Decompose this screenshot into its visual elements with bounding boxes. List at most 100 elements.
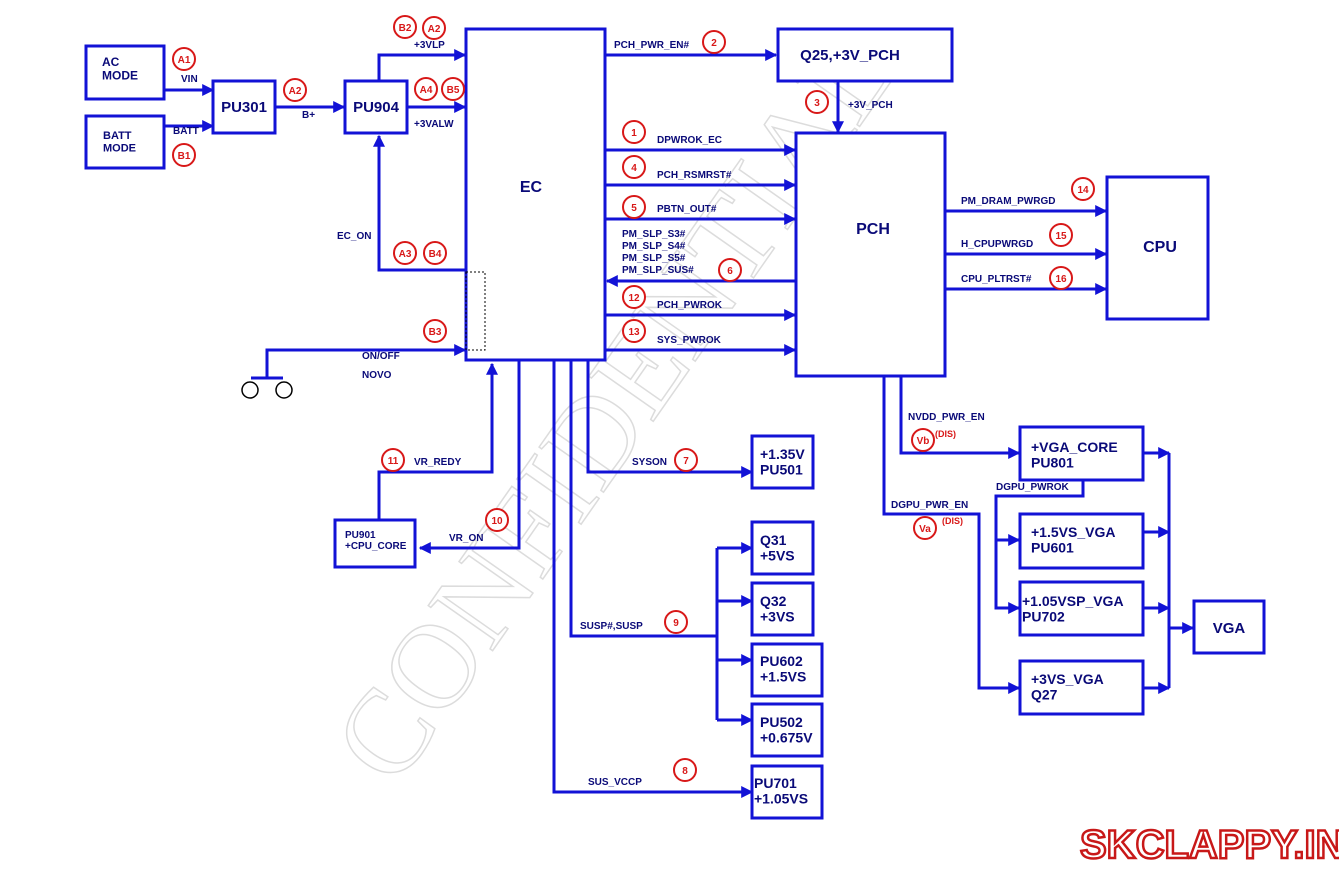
dis-note-va: (DIS) — [942, 516, 963, 526]
svg-text:6: 6 — [727, 266, 733, 277]
step-badges: A1 B1 A2 B2 A2 A4 B5 A3 B4 B3 2 3 1 4 5 … — [172, 15, 1095, 782]
block-vga: VGA — [1192, 599, 1266, 655]
signal-h-cpupwrgd: H_CPUPWRGD — [961, 239, 1033, 250]
signal-pch-pwrok: PCH_PWROK — [657, 300, 723, 311]
svg-text:15: 15 — [1055, 231, 1067, 242]
badge-8: 8 — [673, 758, 697, 782]
svg-text:13: 13 — [628, 327, 640, 338]
svg-text:A1: A1 — [178, 55, 191, 66]
block-pu904-label: PU904 — [353, 99, 400, 116]
block-pu301-label: PU301 — [221, 99, 267, 116]
switch-contact-left — [241, 381, 259, 399]
signal-batt: BATT — [173, 126, 199, 137]
dis-note-vb: (DIS) — [935, 429, 956, 439]
block-q31: Q31+5VS — [750, 520, 815, 576]
badge-vb: Vb — [911, 428, 935, 452]
block-pch: PCH — [794, 131, 947, 378]
svg-text:A2: A2 — [289, 86, 302, 97]
badge-4: 4 — [622, 155, 646, 179]
signal-susp: SUSP#,SUSP — [580, 621, 643, 632]
svg-text:16: 16 — [1055, 274, 1067, 285]
signal-pm-dram-pwrgd: PM_DRAM_PWRGD — [961, 196, 1055, 207]
block-q25: Q25,+3V_PCH — [776, 27, 954, 83]
badge-14: 14 — [1071, 177, 1095, 201]
badge-a2-pu301: A2 — [283, 78, 307, 102]
block-q25-label: Q25,+3V_PCH — [800, 47, 900, 64]
signal-pm-slp-s5: PM_SLP_S5# — [622, 253, 686, 264]
block-pu701-label: PU701+1.05VS — [754, 775, 808, 807]
block-pu502-label: PU502+0.675V — [760, 714, 813, 746]
badge-6: 6 — [718, 258, 742, 282]
signal-dgpu-pwrok: DGPU_PWROK — [996, 482, 1070, 493]
badge-3: 3 — [805, 90, 829, 114]
badge-b3: B3 — [423, 319, 447, 343]
badge-va: Va — [913, 516, 937, 540]
svg-text:A4: A4 — [420, 85, 433, 96]
badge-5: 5 — [622, 195, 646, 219]
signal-ec-on: EC_ON — [337, 231, 371, 242]
svg-text:9: 9 — [673, 618, 679, 629]
signal-sus-vccp: SUS_VCCP — [588, 777, 642, 788]
signal-pm-slp-s4: PM_SLP_S4# — [622, 241, 686, 252]
wires — [165, 49, 1195, 798]
signal-3vlp: +3VLP — [414, 40, 445, 51]
site-logo: SKCLAPPY.IN — [1080, 823, 1339, 867]
signal-vr-on: VR_ON — [449, 533, 483, 544]
block-cpu: CPU — [1105, 175, 1210, 321]
badge-b2: B2 — [393, 15, 417, 39]
signal-3valw: +3VALW — [414, 119, 454, 130]
signal-bplus: B+ — [302, 110, 315, 121]
badge-b4: B4 — [423, 241, 447, 265]
signal-labels: VIN BATT B+ +3VLP +3VALW EC_ON ON/OFF NO… — [173, 40, 1070, 788]
svg-text:3: 3 — [814, 98, 820, 109]
signal-cpu-pltrst: CPU_PLTRST# — [961, 274, 1032, 285]
svg-text:7: 7 — [683, 456, 689, 467]
block-pu602: PU602+1.5VS — [750, 642, 824, 698]
block-q31-label: Q31+5VS — [760, 532, 795, 564]
badge-a2-top: A2 — [422, 16, 446, 40]
svg-text:8: 8 — [682, 766, 688, 777]
badge-b1: B1 — [172, 143, 196, 167]
badge-9: 9 — [664, 610, 688, 634]
svg-text:4: 4 — [631, 163, 637, 174]
block-pu602-label: PU602+1.5VS — [760, 653, 806, 685]
svg-text:A3: A3 — [399, 249, 412, 260]
svg-text:Vb: Vb — [917, 436, 930, 447]
block-pch-label: PCH — [856, 221, 890, 238]
badge-11: 11 — [381, 448, 405, 472]
svg-text:A2: A2 — [428, 24, 441, 35]
svg-text:12: 12 — [628, 293, 640, 304]
svg-text:B4: B4 — [429, 249, 442, 260]
badge-12: 12 — [622, 285, 646, 309]
badge-2: 2 — [702, 30, 726, 54]
block-vga-label: VGA — [1213, 620, 1246, 637]
signal-vin: VIN — [181, 74, 198, 85]
svg-text:2: 2 — [711, 38, 717, 49]
signal-vr-redy: VR_REDY — [414, 457, 462, 468]
signal-pch-pwr-en: PCH_PWR_EN# — [614, 40, 689, 51]
badge-16: 16 — [1049, 266, 1073, 290]
badge-a1: A1 — [172, 47, 196, 71]
badge-b5: B5 — [441, 77, 465, 101]
signal-pch-rsmrst: PCH_RSMRST# — [657, 170, 732, 181]
block-q32: Q32+3VS — [750, 581, 815, 637]
svg-text:1: 1 — [631, 128, 637, 139]
badge-13: 13 — [622, 319, 646, 343]
signal-dgpu-pwr-en: DGPU_PWR_EN — [891, 500, 968, 511]
signal-nvdd-pwr-en: NVDD_PWR_EN — [908, 412, 985, 423]
svg-text:5: 5 — [631, 203, 637, 214]
badge-15: 15 — [1049, 223, 1073, 247]
signal-pbtn-out: PBTN_OUT# — [657, 204, 717, 215]
